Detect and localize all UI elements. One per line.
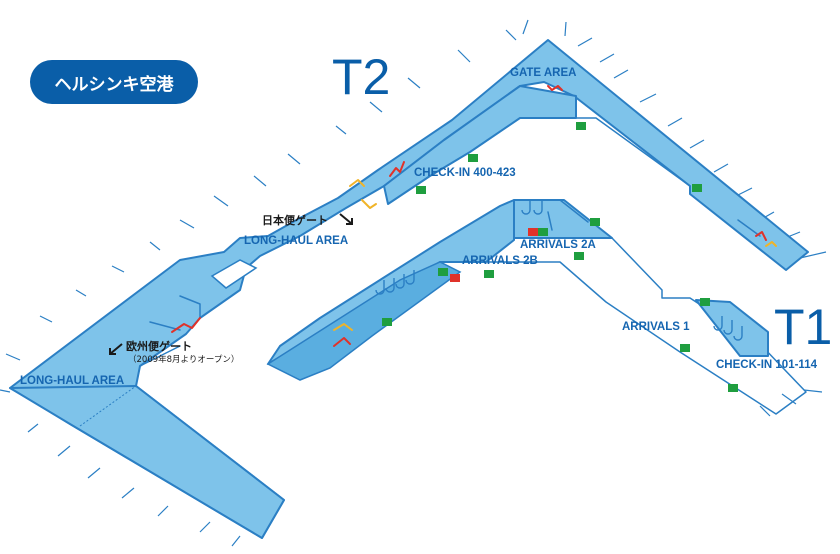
exit-signs <box>382 122 738 392</box>
exit-sign-icon <box>468 154 478 162</box>
arrivals-2a-label: ARRIVALS 2A <box>520 239 596 251</box>
europe-gate-note: （2009年8月よりオープン） <box>128 354 239 365</box>
exit-sign-icon <box>416 186 426 194</box>
terminal-t2-label: T2 <box>332 49 390 105</box>
arrivals-2b-bay <box>266 261 462 381</box>
airport-name: ヘルシンキ空港 <box>54 74 174 95</box>
airport-name-badge: ヘルシンキ空港 <box>30 60 198 104</box>
exit-sign-icon <box>692 184 702 192</box>
t2-checkin-wall <box>387 117 691 205</box>
checkin-t2-label: CHECK-IN 400-423 <box>414 167 516 179</box>
arrivals-1-label: ARRIVALS 1 <box>622 321 690 333</box>
zone-divider <box>79 385 137 427</box>
security-checkpoints <box>171 85 777 347</box>
exit-sign-icon <box>700 298 710 306</box>
t1-corridor-wall <box>485 237 807 415</box>
down-arrow-icon <box>528 228 538 236</box>
down-arrow-icon <box>574 252 584 260</box>
pier-lines <box>0 19 827 547</box>
longhaul-lower-floor <box>9 385 285 539</box>
arrow-down-left-icon <box>109 343 123 355</box>
longhaul-lower-label: LONG-HAUL AREA <box>20 375 124 387</box>
gate-area-label: GATE AREA <box>510 67 576 79</box>
exit-sign-icon <box>438 268 448 276</box>
down-arrow-icon <box>538 228 548 236</box>
arrivals-2b-floor <box>267 199 515 365</box>
t2-notch <box>210 259 258 289</box>
terminal-t1-label: T1 <box>774 299 832 355</box>
exit-sign-icon <box>728 384 738 392</box>
checkin-t1-label: CHECK-IN 101-114 <box>716 359 818 371</box>
exit-sign-icon <box>680 344 690 352</box>
exit-sign-icon <box>590 218 600 226</box>
longhaul-upper-label: LONG-HAUL AREA <box>244 235 348 247</box>
arrivals-2b-label: ARRIVALS 2B <box>462 255 538 267</box>
t2-internal-walls <box>139 199 761 367</box>
exit-sign-icon <box>576 122 586 130</box>
japan-gate-label: 日本便ゲート <box>262 213 328 227</box>
exit-sign-icon <box>450 274 460 282</box>
exit-sign-icon <box>484 270 494 278</box>
arrow-right-icon <box>339 213 353 225</box>
europe-gate-label: 欧州便ゲート <box>126 339 192 353</box>
exit-sign-icon <box>382 318 392 326</box>
escalator-icons <box>375 200 743 341</box>
